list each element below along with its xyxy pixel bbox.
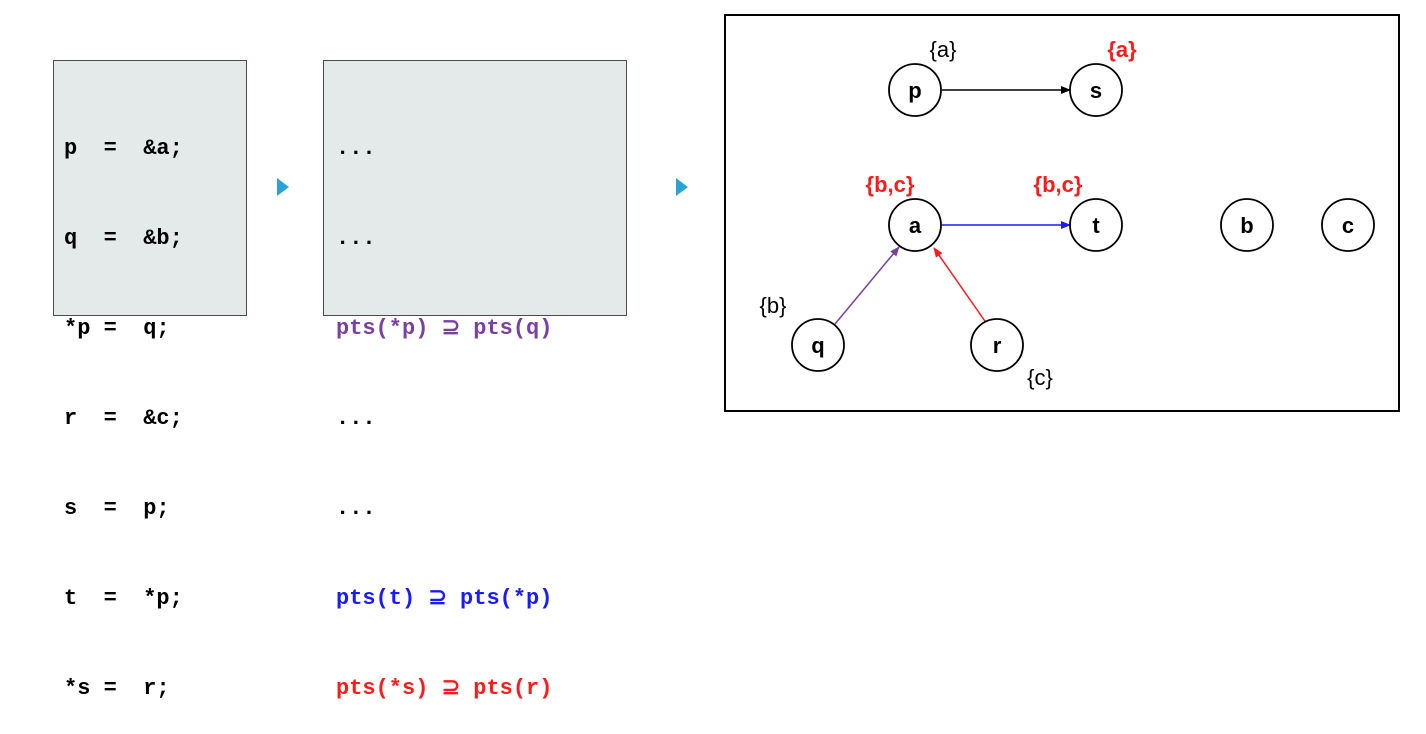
node-label: a [909, 213, 922, 238]
statement-line: *s = r; [64, 676, 170, 701]
pts-set-t: {b,c} [1034, 172, 1083, 197]
constraint-line: ... [336, 406, 376, 431]
statements-box: p = &a; q = &b; *p = q; r = &c; s = p; t… [53, 60, 247, 701]
statement-line: *p = q; [64, 316, 170, 341]
constraint-line: ... [336, 136, 376, 161]
node-label: t [1092, 213, 1100, 238]
statement-line: r = &c; [64, 406, 183, 431]
constraint-line: ... [336, 226, 376, 251]
constraint-line: pts(*s) ⊇ pts(r) [336, 676, 553, 701]
node-label: s [1090, 78, 1102, 103]
node-q: q [791, 318, 845, 372]
statement-line: q = &b; [64, 226, 183, 251]
pts-set-s: {a} [1107, 37, 1137, 62]
pts-set-a: {b,c} [866, 172, 915, 197]
node-label: q [811, 333, 824, 358]
edge-r-to-a [933, 247, 988, 325]
node-c: c [1321, 198, 1375, 252]
node-label: c [1342, 213, 1354, 238]
constraint-line: pts(t) ⊇ pts(*p) [336, 586, 553, 611]
node-t: t [1069, 198, 1123, 252]
pts-set-r: {c} [1027, 365, 1053, 390]
pointer-flow-graph: p s a t b c q r {a} [724, 14, 1400, 412]
constraints-box: ... ... pts(*p) ⊇ pts(q) ... ... pts(t) … [323, 60, 627, 701]
statement-line: s = p; [64, 496, 170, 521]
arrow-right-icon [277, 178, 289, 196]
node-s: s [1069, 63, 1123, 117]
pts-set-p: {a} [930, 37, 957, 62]
node-r: r [970, 318, 1024, 372]
node-a: a [888, 198, 942, 252]
node-label: p [908, 78, 921, 103]
edge-q-to-a [834, 246, 900, 325]
statement-line: p = &a; [64, 136, 183, 161]
node-label: r [993, 333, 1002, 358]
node-label: b [1240, 213, 1253, 238]
constraint-line: ... [336, 496, 376, 521]
constraint-line: pts(*p) ⊇ pts(q) [336, 316, 553, 341]
statement-line: t = *p; [64, 586, 183, 611]
graph-canvas: p s a t b c q r {a} [760, 37, 1375, 390]
node-p: p [888, 63, 942, 117]
node-b: b [1220, 198, 1274, 252]
pts-set-q: {b} [760, 293, 787, 318]
arrow-right-icon [676, 178, 688, 196]
